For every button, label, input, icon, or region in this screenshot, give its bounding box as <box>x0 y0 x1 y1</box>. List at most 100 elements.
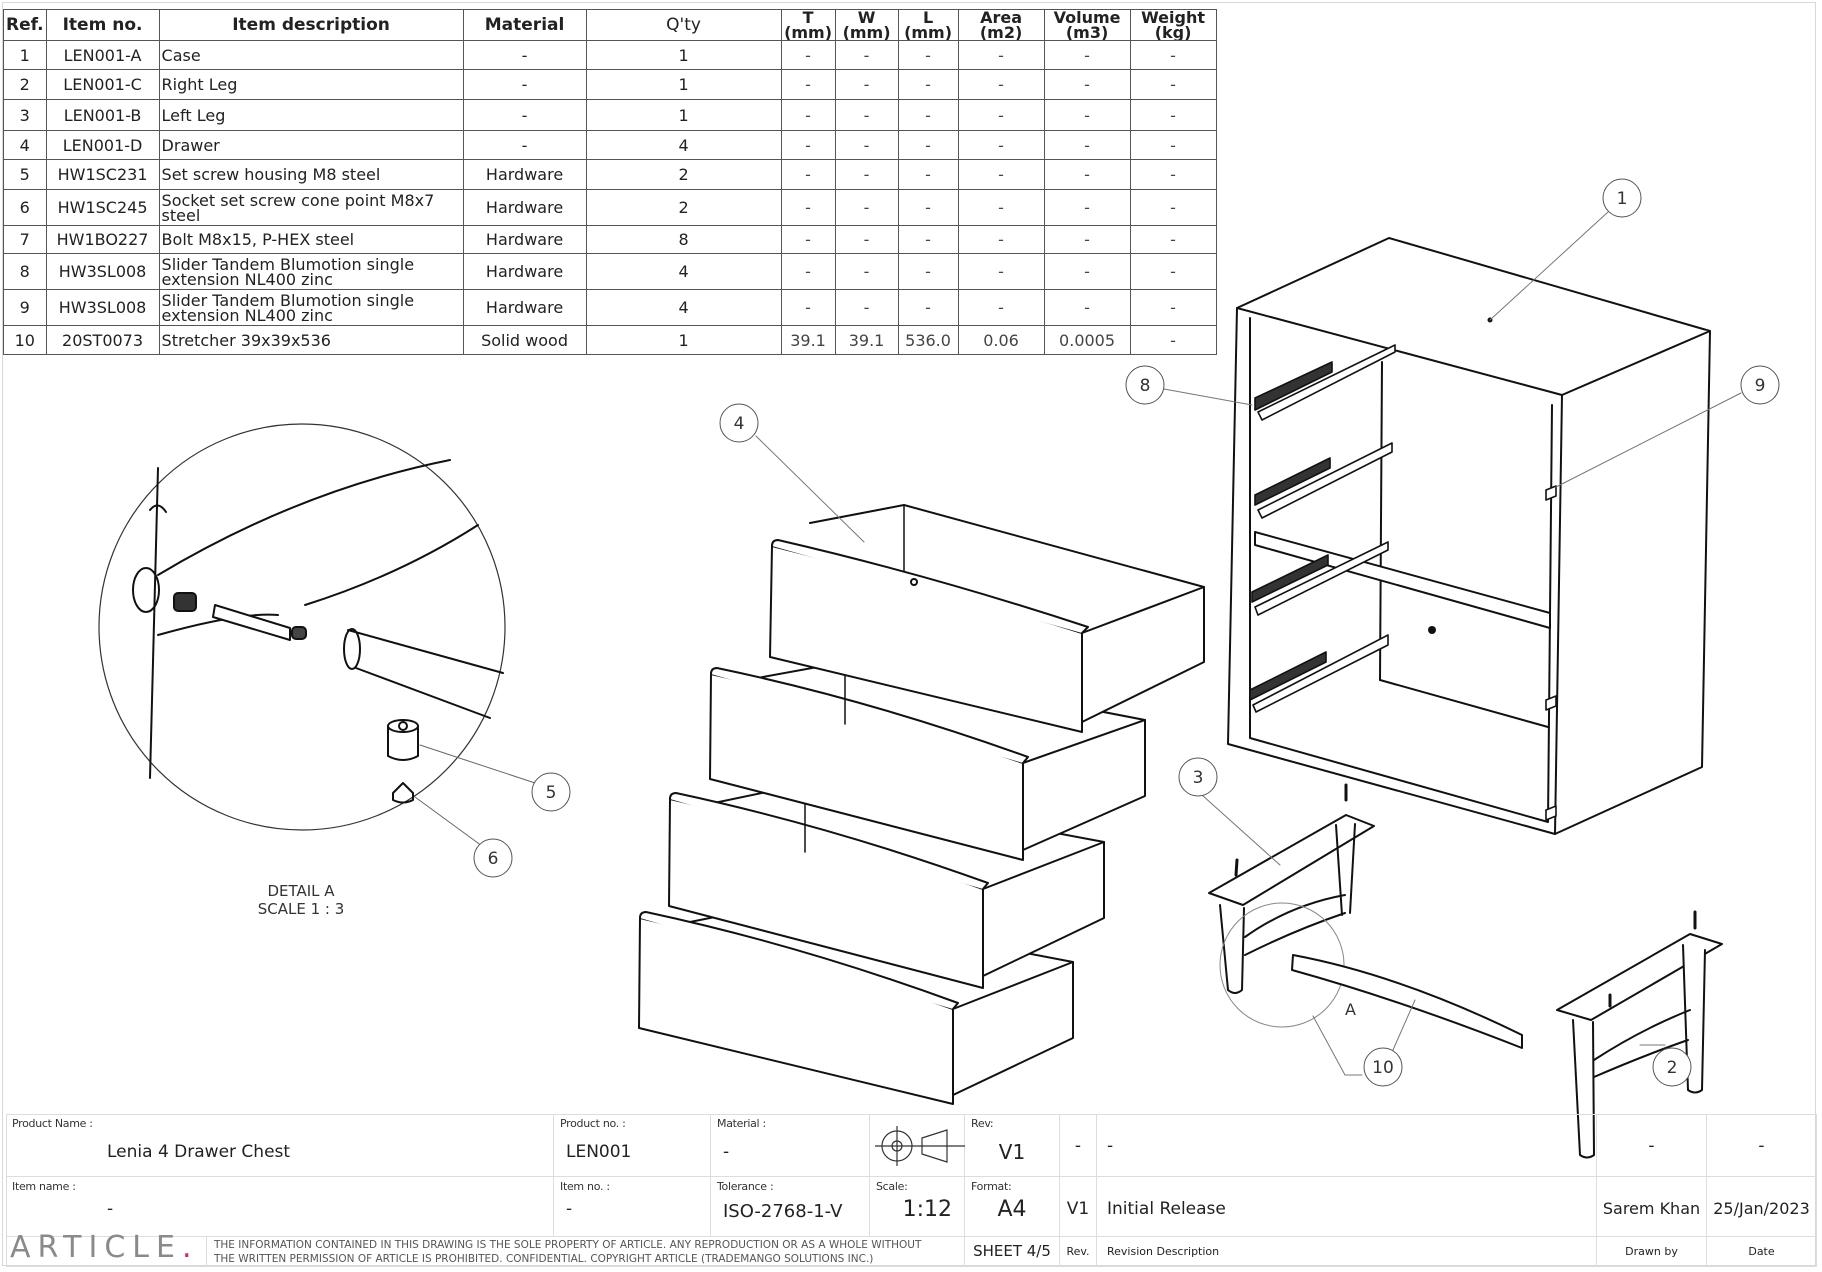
stretcher <box>1291 954 1523 1051</box>
product-no-cell: Product no. : LEN001 <box>554 1114 711 1177</box>
table-row: 10 20ST0073 Stretcher 39x39x536 Solid wo… <box>3 325 1217 355</box>
balloon-number: 9 <box>1755 376 1766 396</box>
header-t: T(mm) <box>780 9 836 41</box>
cell-item-no: HW3SL008 <box>45 289 160 326</box>
cell-material: Hardware <box>462 159 587 190</box>
rev-cell: Rev: V1 <box>965 1114 1060 1177</box>
revision-2-rev-value: V1 <box>1066 1199 1090 1219</box>
cell-volume: - <box>1043 289 1131 326</box>
format-label: Format: <box>971 1180 1012 1193</box>
case-cabinet <box>1227 237 1711 835</box>
cell-material: - <box>462 99 587 131</box>
cell-description: Left Leg <box>158 99 464 131</box>
header-w-label: W <box>857 9 876 27</box>
revision-description-header: Revision Description <box>1107 1245 1220 1258</box>
cell-w: 39.1 <box>834 325 899 355</box>
cell-ref: 8 <box>3 253 47 290</box>
cell-ref: 4 <box>3 130 47 160</box>
rev-desc-header-cell: Revision Description <box>1097 1237 1597 1267</box>
balloon-number: 8 <box>1140 376 1151 396</box>
cell-description: Socket set screw cone point M8x7 steel <box>158 189 464 226</box>
set-screw-icon <box>173 592 197 612</box>
header-volume-unit: (m3) <box>1065 23 1109 41</box>
rev-header-cell: Rev. <box>1060 1237 1097 1267</box>
cell-item-no: HW3SL008 <box>45 253 160 290</box>
header-l-unit: (mm) <box>904 23 953 41</box>
balloon-1: 1 <box>1602 178 1642 218</box>
cell-l: - <box>897 99 959 131</box>
detail-scale-text: SCALE 1 : 3 <box>257 900 345 918</box>
balloon-3: 3 <box>1178 757 1218 797</box>
logo-text: ARTICLE <box>10 1230 182 1265</box>
balloon-number: 10 <box>1372 1058 1394 1078</box>
cell-item-no: LEN001-A <box>45 40 160 70</box>
header-t-unit: (mm) <box>784 23 833 41</box>
revision-1-rev-value: - <box>1074 1136 1082 1156</box>
format-value: A4 <box>997 1197 1027 1222</box>
material-label: Material : <box>717 1117 766 1130</box>
notice-line-1: THE INFORMATION CONTAINED IN THIS DRAWIN… <box>214 1239 922 1251</box>
cell-description: Bolt M8x15, P-HEX steel <box>158 225 464 254</box>
revision-row-2-date: 25/Jan/2023 <box>1707 1177 1817 1237</box>
cell-l: - <box>897 159 959 190</box>
item-name-label: Item name : <box>12 1180 76 1193</box>
header-weight-label: Weight <box>1141 9 1205 27</box>
cell-area: - <box>957 253 1045 290</box>
table-row: 8 HW3SL008 Slider Tandem Blumotion singl… <box>3 253 1217 290</box>
cell-ref: 9 <box>3 289 47 326</box>
drawer-1 <box>769 504 1205 733</box>
cell-description: Slider Tandem Blumotion single extension… <box>158 253 464 290</box>
cell-area: - <box>957 189 1045 226</box>
balloon-number: 6 <box>488 849 499 869</box>
bom-header-row: Ref. Item no. Item description Material … <box>3 9 1217 41</box>
cell-weight: - <box>1129 325 1217 355</box>
header-area-unit: (m2) <box>979 23 1023 41</box>
balloon-number: 3 <box>1193 768 1204 788</box>
cell-description: Stretcher 39x39x536 <box>158 325 464 355</box>
cell-weight: - <box>1129 159 1217 190</box>
set-screw-housing-icon <box>387 719 419 761</box>
revision-1-date: - <box>1758 1136 1765 1156</box>
cell-description: Case <box>158 40 464 70</box>
third-angle-projection-icon <box>875 1126 965 1166</box>
cell-weight: - <box>1129 225 1217 254</box>
item-no-value: - <box>566 1199 573 1219</box>
format-cell: Format: A4 <box>965 1177 1060 1237</box>
tolerance-value: ISO-2768-1-V <box>723 1201 843 1222</box>
notice-cell <box>207 1237 965 1267</box>
table-row: 7 HW1BO227 Bolt M8x15, P-HEX steel Hardw… <box>3 225 1217 254</box>
header-weight-unit: (kg) <box>1154 23 1192 41</box>
detail-a-marker-circle <box>1219 902 1345 1028</box>
sheet-number: SHEET 4/5 <box>973 1242 1051 1260</box>
logo-dot: . <box>181 1230 199 1265</box>
balloon-circle-icon <box>1125 365 1165 405</box>
cell-area: - <box>957 289 1045 326</box>
item-no-label: Item no. : <box>560 1180 610 1193</box>
balloon-10: 10 <box>1363 1047 1403 1087</box>
cell-material: Solid wood <box>462 325 587 355</box>
scale-value: 1:12 <box>902 1197 952 1222</box>
material-value: - <box>723 1142 730 1162</box>
bill-of-materials-table: Ref. Item no. Item description Material … <box>3 9 1217 355</box>
item-no-cell: Item no. : - <box>554 1177 711 1237</box>
slider-rails <box>1249 344 1557 821</box>
balloon-4: 4 <box>719 403 759 443</box>
product-name-cell: Product Name : Lenia 4 Drawer Chest <box>6 1114 554 1177</box>
cell-item-no: HW1BO227 <box>45 225 160 254</box>
cell-weight: - <box>1129 99 1217 131</box>
bolt-head-icon <box>132 567 160 613</box>
cell-t: - <box>780 289 836 326</box>
balloon-circle-icon <box>1363 1047 1403 1087</box>
product-no-label: Product no. : <box>560 1117 626 1130</box>
scale-cell: Scale: 1:12 <box>870 1177 965 1237</box>
table-row: 9 HW3SL008 Slider Tandem Blumotion singl… <box>3 289 1217 326</box>
cell-qty: 4 <box>585 253 782 290</box>
cell-item-no: LEN001-B <box>45 99 160 131</box>
cell-w: - <box>834 159 899 190</box>
date-header-cell: Date <box>1707 1237 1817 1267</box>
detail-marker-label: A <box>1345 1000 1356 1019</box>
projection-symbol-cell <box>870 1114 965 1177</box>
table-row: 2 LEN001-C Right Leg - 1 - - - - - - <box>3 69 1217 100</box>
cell-qty: 1 <box>585 325 782 355</box>
